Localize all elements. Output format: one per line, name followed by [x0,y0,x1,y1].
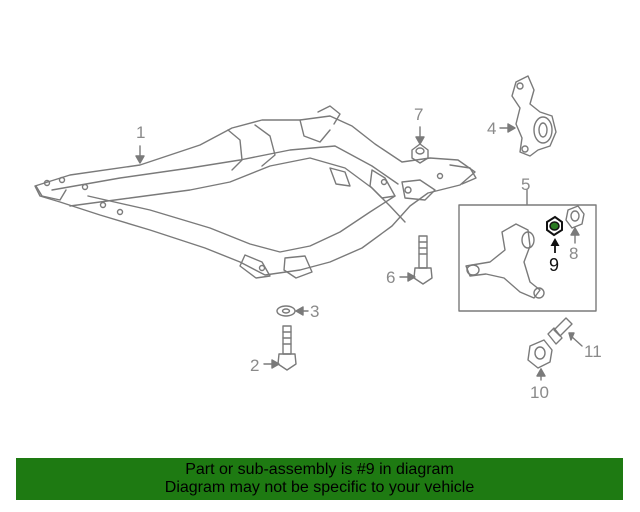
bolt-part-2 [263,325,297,371]
callout-6: 6 [386,268,396,287]
nut-part-9-highlighted [546,215,563,253]
callout-9: 9 [549,255,560,275]
washer-part-3 [276,305,309,317]
callout-2: 2 [250,356,260,375]
bolt-part-11 [547,317,583,347]
nut-part-7 [411,126,429,164]
knuckle-part-4 [499,75,557,157]
part-info-banner: Part or sub-assembly is #9 in diagram Di… [16,458,623,500]
callout-10: 10 [530,383,549,402]
callout-11: 11 [584,342,602,361]
callout-4: 4 [487,119,497,138]
callout-1: 1 [136,123,146,142]
callout-8: 8 [569,244,579,263]
bolt-part-6 [399,235,433,285]
callout-7: 7 [414,105,424,124]
callout-3: 3 [310,302,320,321]
subframe-part-1 [34,105,477,279]
bushing-part-10 [527,339,553,381]
bushing-part-8 [565,205,585,244]
banner-line-1: Part or sub-assembly is #9 in diagram [185,461,454,478]
callout-5: 5 [521,175,531,194]
banner-line-2: Diagram may not be specific to your vehi… [164,479,475,496]
control-arm-box-part-5 [458,189,597,312]
